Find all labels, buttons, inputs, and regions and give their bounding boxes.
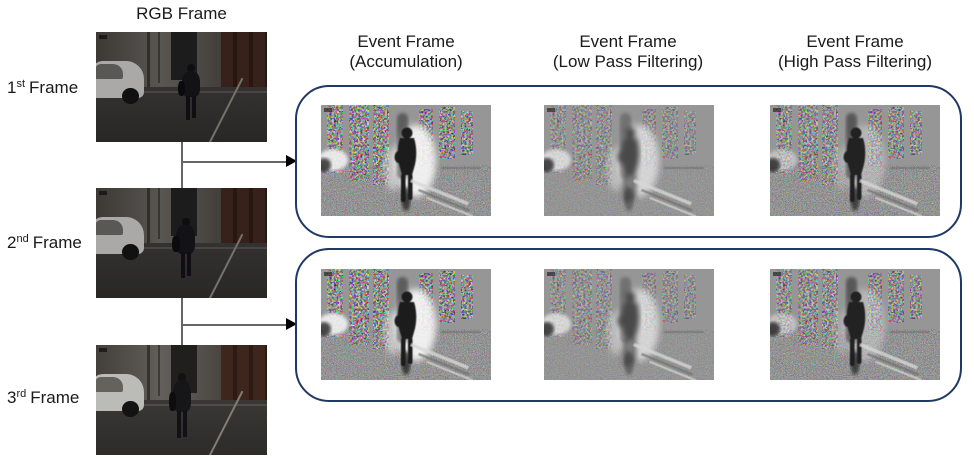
frame-ordinal: nd	[16, 233, 29, 245]
pedestrian-leg	[186, 252, 191, 276]
photo-car-window	[96, 63, 123, 80]
frame-ordinal: st	[16, 78, 26, 90]
photo-white-car	[96, 60, 144, 104]
photo-tree	[147, 32, 151, 90]
pedestrian-leg	[177, 410, 182, 439]
photo-white-car	[96, 373, 144, 417]
event-frame-image-high-pass-1	[770, 105, 940, 216]
photo-tree	[157, 345, 160, 396]
rgb-frame-photo-3	[96, 345, 267, 455]
event-frame-image-high-pass-2	[770, 269, 940, 380]
event-header-line1: Event Frame	[806, 32, 904, 51]
pedestrian-head	[178, 372, 187, 382]
photo-pedestrian	[177, 63, 202, 120]
photo-pedestrian	[169, 372, 193, 439]
pedestrian-bag	[177, 80, 185, 97]
frame-word: Frame	[30, 388, 80, 407]
rgb-column-title: RGB Frame	[136, 4, 227, 23]
photo-white-car	[96, 216, 144, 260]
event-header-line2: (High Pass Filtering)	[778, 52, 932, 71]
pedestrian-bag	[169, 392, 177, 411]
event-frame-image-low-pass-2	[544, 269, 714, 380]
pedestrian-leg	[185, 96, 190, 120]
arrow-line-to-group-1	[182, 161, 286, 163]
pedestrian-leg	[191, 96, 196, 119]
photo-car-window	[96, 219, 123, 236]
photo-car-wheel	[121, 87, 139, 104]
event-header-accumulation: Event Frame (Accumulation)	[291, 32, 521, 72]
frame-number: 2	[7, 233, 17, 252]
photo-corner-mark	[99, 191, 107, 195]
photo-pedestrian	[172, 217, 197, 278]
event-header-line2: (Accumulation)	[349, 52, 463, 71]
event-header-line1: Event Frame	[357, 32, 455, 51]
photo-tree	[147, 188, 151, 246]
pedestrian-bag	[172, 235, 180, 253]
pedestrian-head	[186, 63, 195, 72]
frame-number: 3	[7, 388, 17, 407]
photo-car-wheel	[121, 400, 139, 417]
event-header-high-pass: Event Frame (High Pass Filtering)	[740, 32, 970, 72]
photo-car-window	[96, 376, 123, 393]
frame-number: 1	[7, 78, 17, 97]
rgb-frame-photo-1	[96, 32, 267, 142]
event-header-line2: (Low Pass Filtering)	[552, 52, 704, 71]
photo-red-building	[220, 345, 267, 409]
pedestrian-body	[176, 224, 195, 254]
photo-tree	[147, 345, 151, 403]
pedestrian-leg	[183, 410, 188, 437]
arrowhead-icon-group-2	[286, 318, 297, 330]
frame-word: Frame	[29, 78, 79, 97]
pedestrian-body	[181, 70, 200, 98]
event-frame-image-accumulation-1	[321, 105, 491, 216]
photo-tree	[157, 32, 160, 83]
event-frame-image-low-pass-1	[544, 105, 714, 216]
photo-dim-overlay	[96, 32, 267, 142]
event-frame-image-accumulation-2	[321, 269, 491, 380]
arrowhead-icon-group-1	[286, 155, 297, 167]
event-header-line1: Event Frame	[579, 32, 677, 51]
rgb-frame-photo-2	[96, 188, 267, 298]
photo-tree	[157, 188, 160, 239]
photo-dim-overlay	[96, 188, 267, 298]
arrow-line-to-group-2	[182, 324, 286, 326]
event-header-low-pass: Event Frame (Low Pass Filtering)	[513, 32, 743, 72]
photo-red-building	[220, 188, 267, 252]
photo-red-building	[220, 32, 267, 96]
photo-car-wheel	[121, 243, 139, 260]
photo-corner-mark	[99, 348, 107, 352]
pedestrian-body	[172, 380, 192, 413]
photo-dim-overlay	[96, 345, 267, 455]
photo-corner-mark	[99, 35, 107, 39]
frame-ordinal: rd	[16, 388, 27, 400]
frame-word: Frame	[32, 233, 82, 252]
pedestrian-head	[181, 217, 190, 227]
pedestrian-leg	[180, 252, 185, 278]
